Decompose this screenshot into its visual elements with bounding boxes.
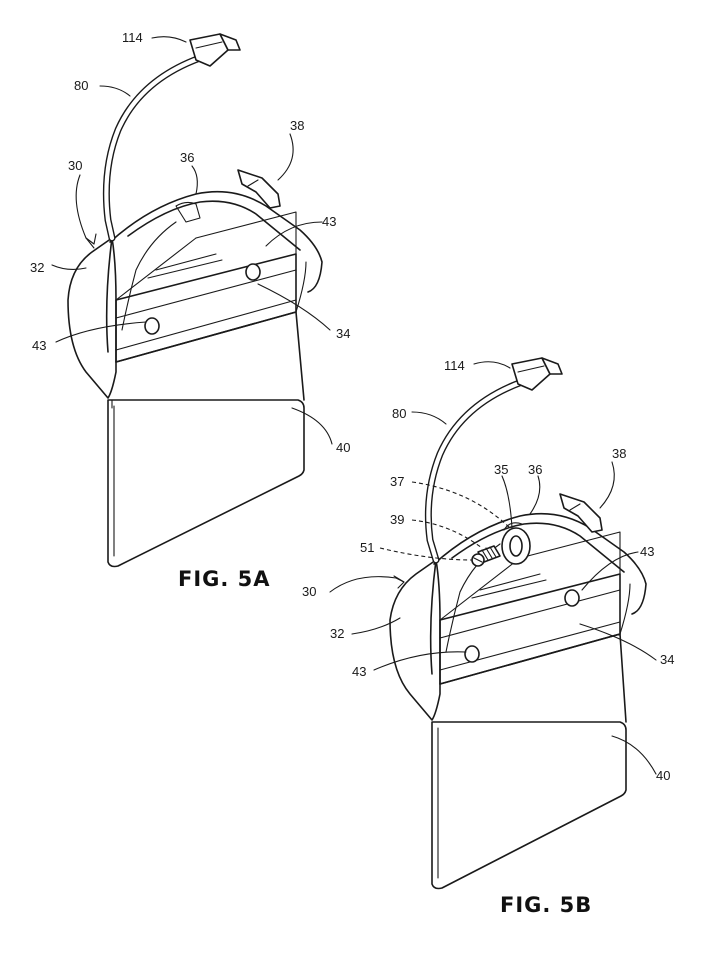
ref-43-left-5a: 43 xyxy=(32,338,46,353)
hole-43-right-5a xyxy=(245,263,261,281)
hole-43-left-5b xyxy=(464,645,480,663)
clip-38-5b xyxy=(559,493,603,533)
ref-40-5b: 40 xyxy=(656,768,670,783)
pouch-body-5b xyxy=(431,721,627,890)
ref-30-5b: 30 xyxy=(302,584,316,599)
ref-43-right-5b: 43 xyxy=(640,544,654,559)
ref-37-5b: 37 xyxy=(390,474,404,489)
ref-35-5b: 35 xyxy=(494,462,508,477)
ref-80-5b: 80 xyxy=(392,406,406,421)
strap-36-5a xyxy=(109,190,323,293)
ref-51-5b: 51 xyxy=(360,540,374,555)
ref-36-5a: 36 xyxy=(180,150,194,165)
ref-80-5a: 80 xyxy=(74,78,88,93)
figure-caption-5b: FIG. 5B xyxy=(500,893,592,917)
connector-114-5a xyxy=(189,33,241,67)
ref-43-left-5b: 43 xyxy=(352,664,366,679)
connector-114-5b xyxy=(511,357,563,391)
ref-36-5b: 36 xyxy=(528,462,542,477)
cover-flap-5b xyxy=(389,559,441,721)
figure-5a: 114 80 30 36 38 43 32 34 43 40 FIG. 5A xyxy=(30,30,350,591)
hole-43-right-5b xyxy=(564,589,580,607)
ref-32-5b: 32 xyxy=(330,626,344,641)
ref-38-5a: 38 xyxy=(290,118,304,133)
figure-caption-5a: FIG. 5A xyxy=(178,567,271,591)
ref-34-5a: 34 xyxy=(336,326,350,341)
ref-39-5b: 39 xyxy=(390,512,404,527)
clip-38-5a xyxy=(237,169,281,209)
cover-flap-5a xyxy=(67,237,117,399)
pouch-body-5a xyxy=(107,399,305,568)
ref-32-5a: 32 xyxy=(30,260,44,275)
ref-40-5a: 40 xyxy=(336,440,350,455)
ref-43-right-5a: 43 xyxy=(322,214,336,229)
screw-51-5b xyxy=(471,553,485,567)
hole-43-left-5a xyxy=(144,317,160,335)
ref-114-5b: 114 xyxy=(444,358,465,373)
figure-5b: 114 80 37 35 36 38 39 51 43 30 32 43 34 … xyxy=(302,357,674,917)
ref-114-5a: 114 xyxy=(122,30,143,45)
ref-30-5a: 30 xyxy=(68,158,82,173)
ref-34-5b: 34 xyxy=(660,652,674,667)
ref-38-5b: 38 xyxy=(612,446,626,461)
